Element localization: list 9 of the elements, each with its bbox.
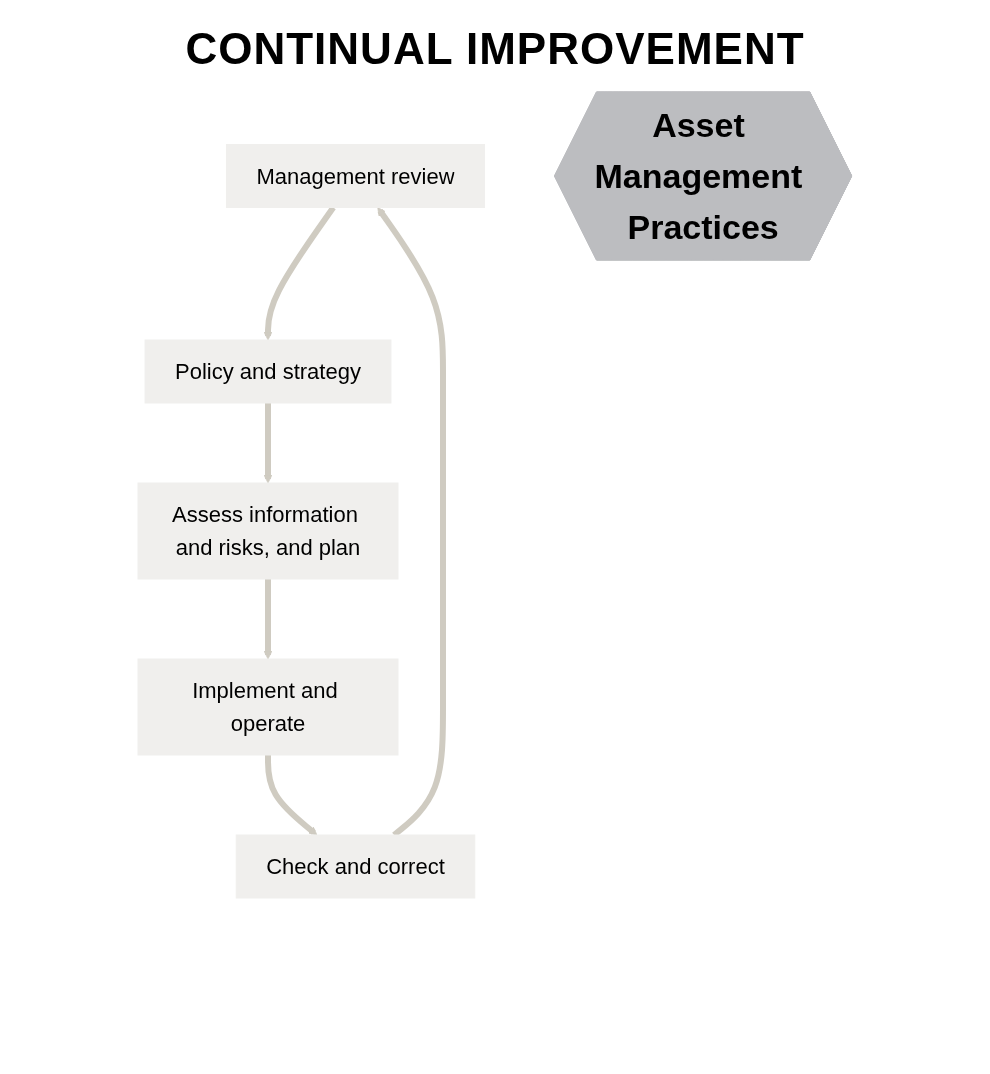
arrow [263,579,273,660]
node-box: Policy and strategy [144,339,392,404]
node-box: Check and correct [235,834,476,899]
node-box: Assess information and risks, and plan [137,482,399,580]
node-box: Management review [226,144,486,208]
arrow [265,755,318,836]
diagram-title: CONTINUAL IMPROVEMENT [184,24,806,74]
node-box: Implement and operate [137,658,399,756]
arrow [263,403,273,484]
